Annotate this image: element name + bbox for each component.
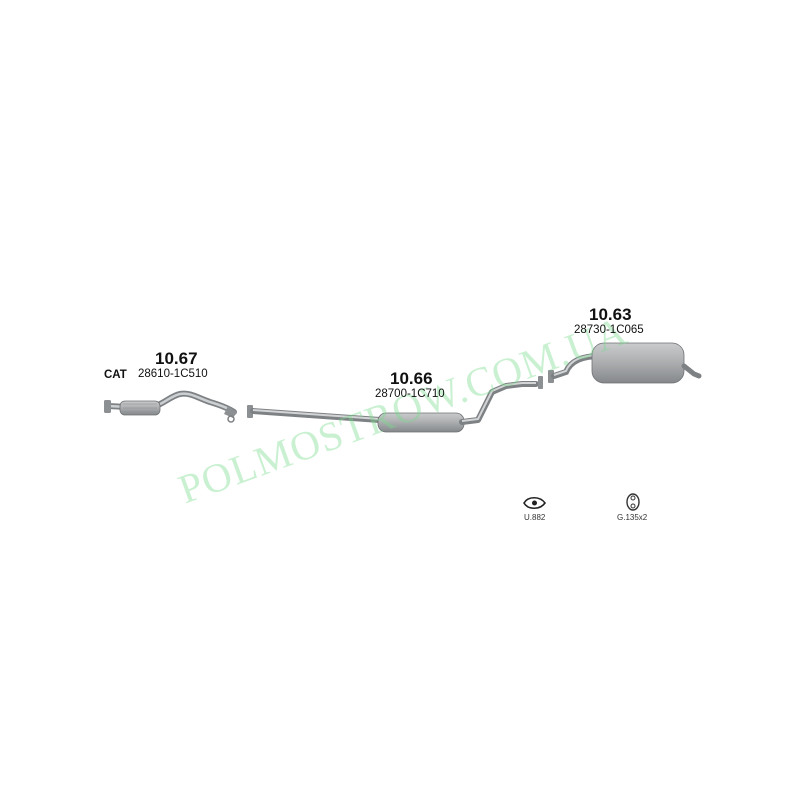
inlet-flange xyxy=(548,370,554,383)
part-number-label: 10.67 xyxy=(155,349,198,368)
rear-silencer xyxy=(548,342,702,384)
rubber-hanger-icon xyxy=(626,493,640,511)
oem-number-label: 28730-1C065 xyxy=(574,324,644,336)
inlet-flange xyxy=(104,400,111,413)
accessory-code-label: U.882 xyxy=(524,513,546,522)
gasket-icon xyxy=(523,496,546,510)
oem-number-label: 28700-1C710 xyxy=(375,388,445,400)
rear-silencer-box xyxy=(591,342,685,384)
part-number-label: 10.63 xyxy=(589,305,632,324)
outlet-flange xyxy=(224,406,237,418)
part-number-label: 10.66 xyxy=(390,369,433,388)
front-flange xyxy=(247,405,253,418)
tail-pipe xyxy=(681,363,702,379)
accessory-code-label: G.135x2 xyxy=(617,513,648,522)
front-pipe-catalyst xyxy=(104,390,237,423)
rear-flange xyxy=(538,376,543,389)
centre-pipe-silencer xyxy=(247,376,543,433)
oem-number-label: 28610-1C510 xyxy=(138,368,208,380)
cat-tag: CAT xyxy=(104,369,127,381)
middle-silencer xyxy=(377,412,465,433)
